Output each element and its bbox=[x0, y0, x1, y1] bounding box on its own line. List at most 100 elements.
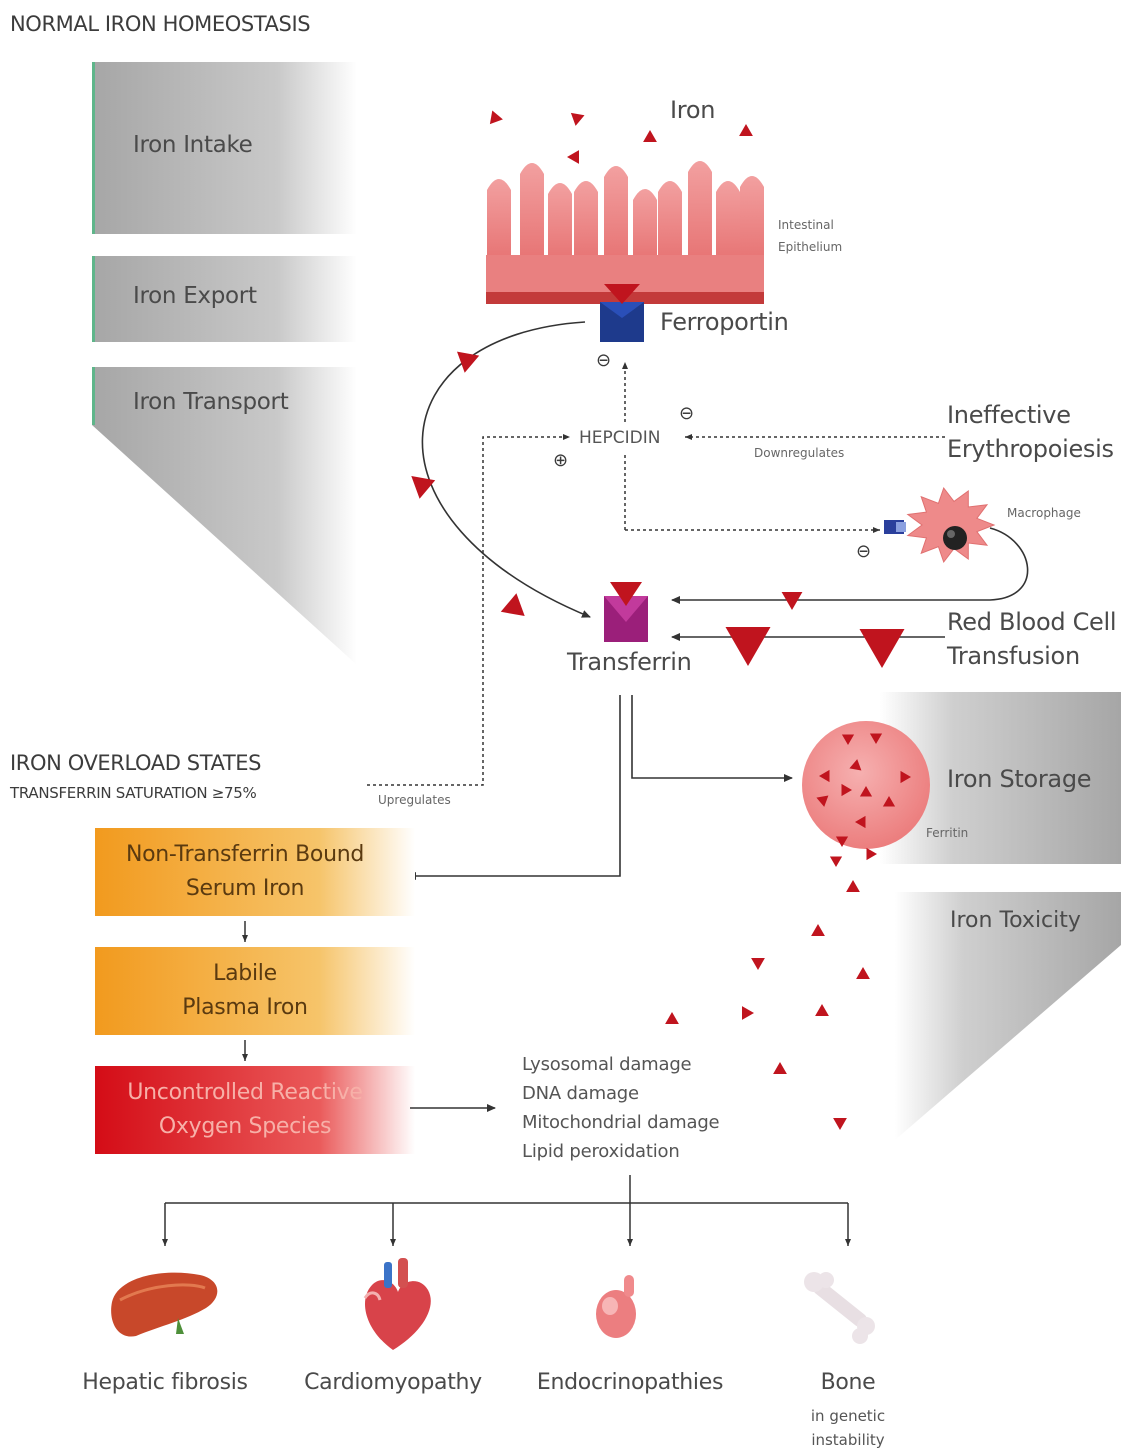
iron-particle bbox=[835, 836, 849, 847]
iron-particle bbox=[833, 1118, 847, 1130]
bone-icon bbox=[804, 1272, 875, 1344]
label-upregulates: Upregulates bbox=[378, 793, 451, 807]
label-ferroportin: Ferroportin bbox=[660, 308, 789, 336]
iron-particle bbox=[781, 592, 803, 610]
iron-particle bbox=[849, 759, 862, 771]
iron-particle bbox=[811, 924, 825, 936]
label-epithelium-2: Epithelium bbox=[778, 240, 843, 254]
iron-particle bbox=[500, 593, 525, 616]
band-iron-export bbox=[92, 256, 357, 342]
label-hepcidin: HEPCIDIN bbox=[579, 428, 661, 448]
band-label-storage: Iron Storage bbox=[947, 765, 1092, 793]
overload-subtitle: TRANSFERRIN SATURATION ≥75% bbox=[10, 784, 257, 802]
villus bbox=[548, 183, 572, 260]
iron-particle bbox=[882, 796, 896, 807]
organ-sub-bone-2: instability bbox=[811, 1431, 885, 1449]
heart-icon bbox=[363, 1258, 431, 1350]
damage-item: DNA damage bbox=[522, 1083, 639, 1104]
iron-particle bbox=[841, 783, 852, 797]
organ-label-endocrine: Endocrinopathies bbox=[536, 1370, 724, 1395]
macrophage-return bbox=[671, 527, 1029, 604]
iron-particle bbox=[856, 967, 870, 979]
iron-particle bbox=[643, 130, 657, 142]
transferrin-outflow bbox=[407, 695, 793, 880]
label-transferrin: Transferrin bbox=[567, 648, 692, 676]
iron-particle bbox=[829, 856, 843, 867]
liver-icon bbox=[111, 1272, 218, 1337]
villus bbox=[658, 181, 682, 260]
iron-particle bbox=[739, 124, 753, 136]
iron-particle bbox=[773, 1062, 787, 1074]
organ-tree bbox=[162, 1175, 851, 1246]
label-rbc: Red Blood Cell bbox=[947, 608, 1117, 636]
cascade-arrows bbox=[242, 921, 496, 1112]
iron-particle bbox=[665, 1012, 679, 1024]
iron-particle bbox=[815, 1004, 829, 1016]
iron-particle bbox=[567, 150, 579, 164]
iron-particle bbox=[859, 629, 905, 668]
iron-particle bbox=[570, 112, 585, 126]
gland-icon bbox=[596, 1275, 636, 1338]
label-epithelium-1: Intestinal bbox=[778, 218, 834, 232]
label-iron: Iron bbox=[670, 96, 716, 124]
label-macrophage: Macrophage bbox=[1007, 506, 1081, 520]
box-ntbi bbox=[95, 828, 415, 916]
minus-sign-ferroportin: ⊖ bbox=[596, 350, 612, 371]
label-transfusion: Transfusion bbox=[947, 642, 1080, 670]
iron-particles bbox=[411, 110, 911, 1130]
cascade-ntbi-line1: Non-Transferrin Bound bbox=[125, 842, 365, 867]
label-erythropoiesis: Erythropoiesis bbox=[947, 435, 1114, 463]
organ-label-bone: Bone bbox=[820, 1370, 876, 1395]
iron-particle bbox=[900, 770, 911, 784]
villus bbox=[574, 181, 598, 260]
label-downregulates: Downregulates bbox=[754, 446, 845, 460]
page-title: NORMAL IRON HOMEOSTASIS bbox=[10, 12, 311, 36]
iron-particle bbox=[869, 733, 883, 744]
iron-particle bbox=[411, 476, 436, 499]
label-ineffective: Ineffective bbox=[947, 401, 1071, 429]
iron-particle bbox=[866, 847, 877, 861]
cascade-ros-line2: Oxygen Species bbox=[158, 1114, 332, 1139]
band-iron-intake bbox=[92, 62, 357, 234]
iron-particle bbox=[846, 880, 860, 892]
left-bands bbox=[92, 62, 357, 665]
organ-label-cardio: Cardiomyopathy bbox=[304, 1370, 482, 1395]
cascade-lpi-line2: Plasma Iron bbox=[182, 995, 308, 1020]
iron-particle bbox=[742, 1006, 754, 1020]
minus-sign-hepcidin: ⊖ bbox=[679, 403, 695, 424]
band-label-intake: Iron Intake bbox=[133, 132, 253, 158]
damage-item: Mitochondrial damage bbox=[522, 1112, 720, 1133]
export-arc bbox=[421, 321, 591, 618]
cascade-ros-line1: Uncontrolled Reactive bbox=[127, 1080, 363, 1105]
ferroportin-protein bbox=[600, 284, 644, 342]
label-ferritin: Ferritin bbox=[926, 826, 969, 840]
iron-particle bbox=[725, 627, 771, 666]
iron-particle bbox=[457, 351, 480, 373]
iron-particle bbox=[841, 734, 855, 745]
villus bbox=[604, 166, 628, 260]
damage-item: Lipid peroxidation bbox=[522, 1141, 680, 1162]
damage-list: Lysosomal damage DNA damage Mitochondria… bbox=[522, 1050, 720, 1166]
box-ros bbox=[95, 1066, 415, 1154]
cascade-ntbi-line2: Serum Iron bbox=[185, 876, 305, 901]
band-label-toxicity: Iron Toxicity bbox=[950, 908, 1081, 933]
band-label-export: Iron Export bbox=[133, 283, 257, 309]
iron-particle bbox=[859, 786, 873, 797]
villus bbox=[716, 181, 740, 260]
villus bbox=[740, 176, 764, 260]
hepcidin-lines bbox=[367, 362, 945, 786]
macrophage-cell bbox=[884, 486, 996, 564]
villus bbox=[520, 163, 544, 260]
plus-sign-hepcidin: ⊕ bbox=[553, 450, 569, 471]
damage-item: Lysosomal damage bbox=[522, 1054, 692, 1075]
intestinal-epithelium bbox=[486, 161, 764, 304]
overload-title: IRON OVERLOAD STATES bbox=[10, 751, 262, 775]
iron-particle bbox=[819, 769, 830, 783]
band-iron-toxicity bbox=[895, 892, 1121, 1140]
band-iron-transport bbox=[92, 367, 357, 665]
iron-particle bbox=[855, 815, 866, 829]
